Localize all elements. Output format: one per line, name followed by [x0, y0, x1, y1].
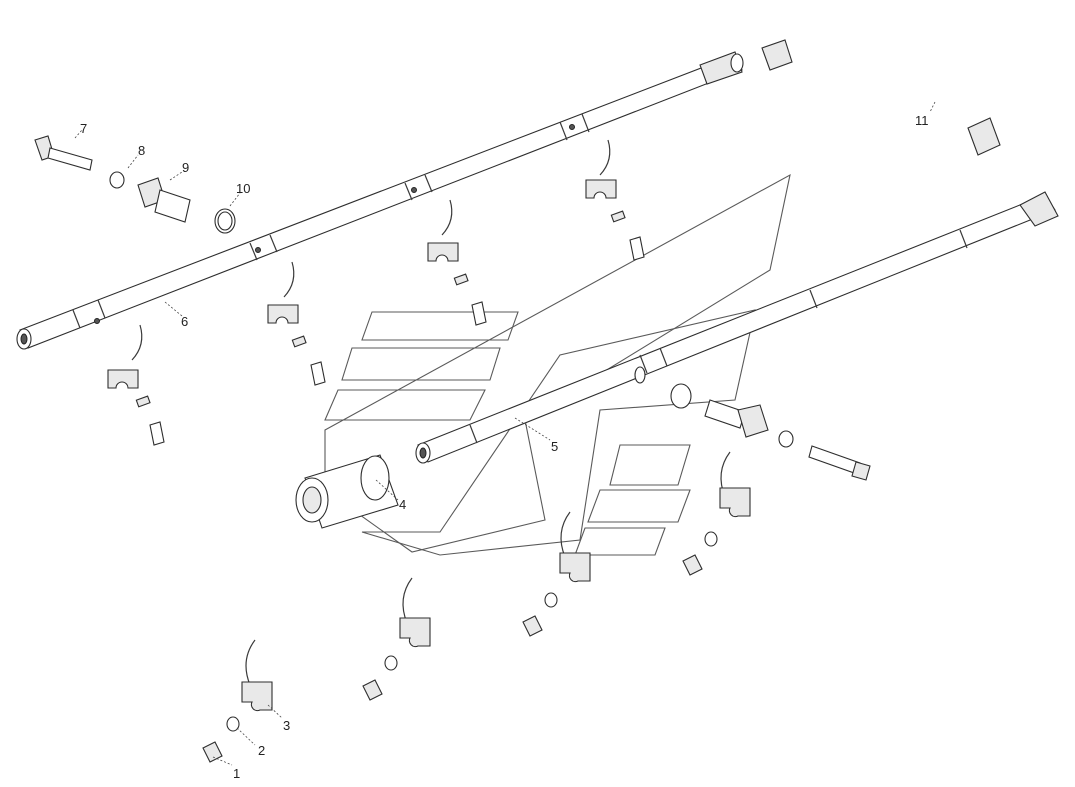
callout-11: 11: [915, 113, 929, 128]
callout-9: 9: [182, 160, 189, 175]
bent-pipe: [761, 28, 1001, 156]
callout-leader-lines: [74, 101, 936, 766]
callout-labels: 1 2 3 4 5 6 7 8 9 10 11: [80, 113, 929, 781]
upper-fuel-rail: [16, 51, 744, 350]
callout-8: 8: [138, 143, 145, 158]
callout-6: 6: [181, 314, 188, 329]
end-fitting-part: [295, 454, 399, 529]
upper-clamp-assemblies: [107, 139, 645, 446]
right-fastener-group: [670, 383, 871, 481]
lower-fuel-rail: [415, 191, 1059, 464]
callout-4: 4: [399, 497, 406, 512]
callout-1: 1: [233, 766, 240, 781]
callout-2: 2: [258, 743, 265, 758]
callout-5: 5: [551, 439, 558, 454]
left-fastener-group: [34, 135, 236, 234]
callout-10: 10: [236, 181, 250, 196]
callout-7: 7: [80, 121, 87, 136]
lower-clamp-assemblies: [202, 451, 751, 763]
callout-3: 3: [283, 718, 290, 733]
